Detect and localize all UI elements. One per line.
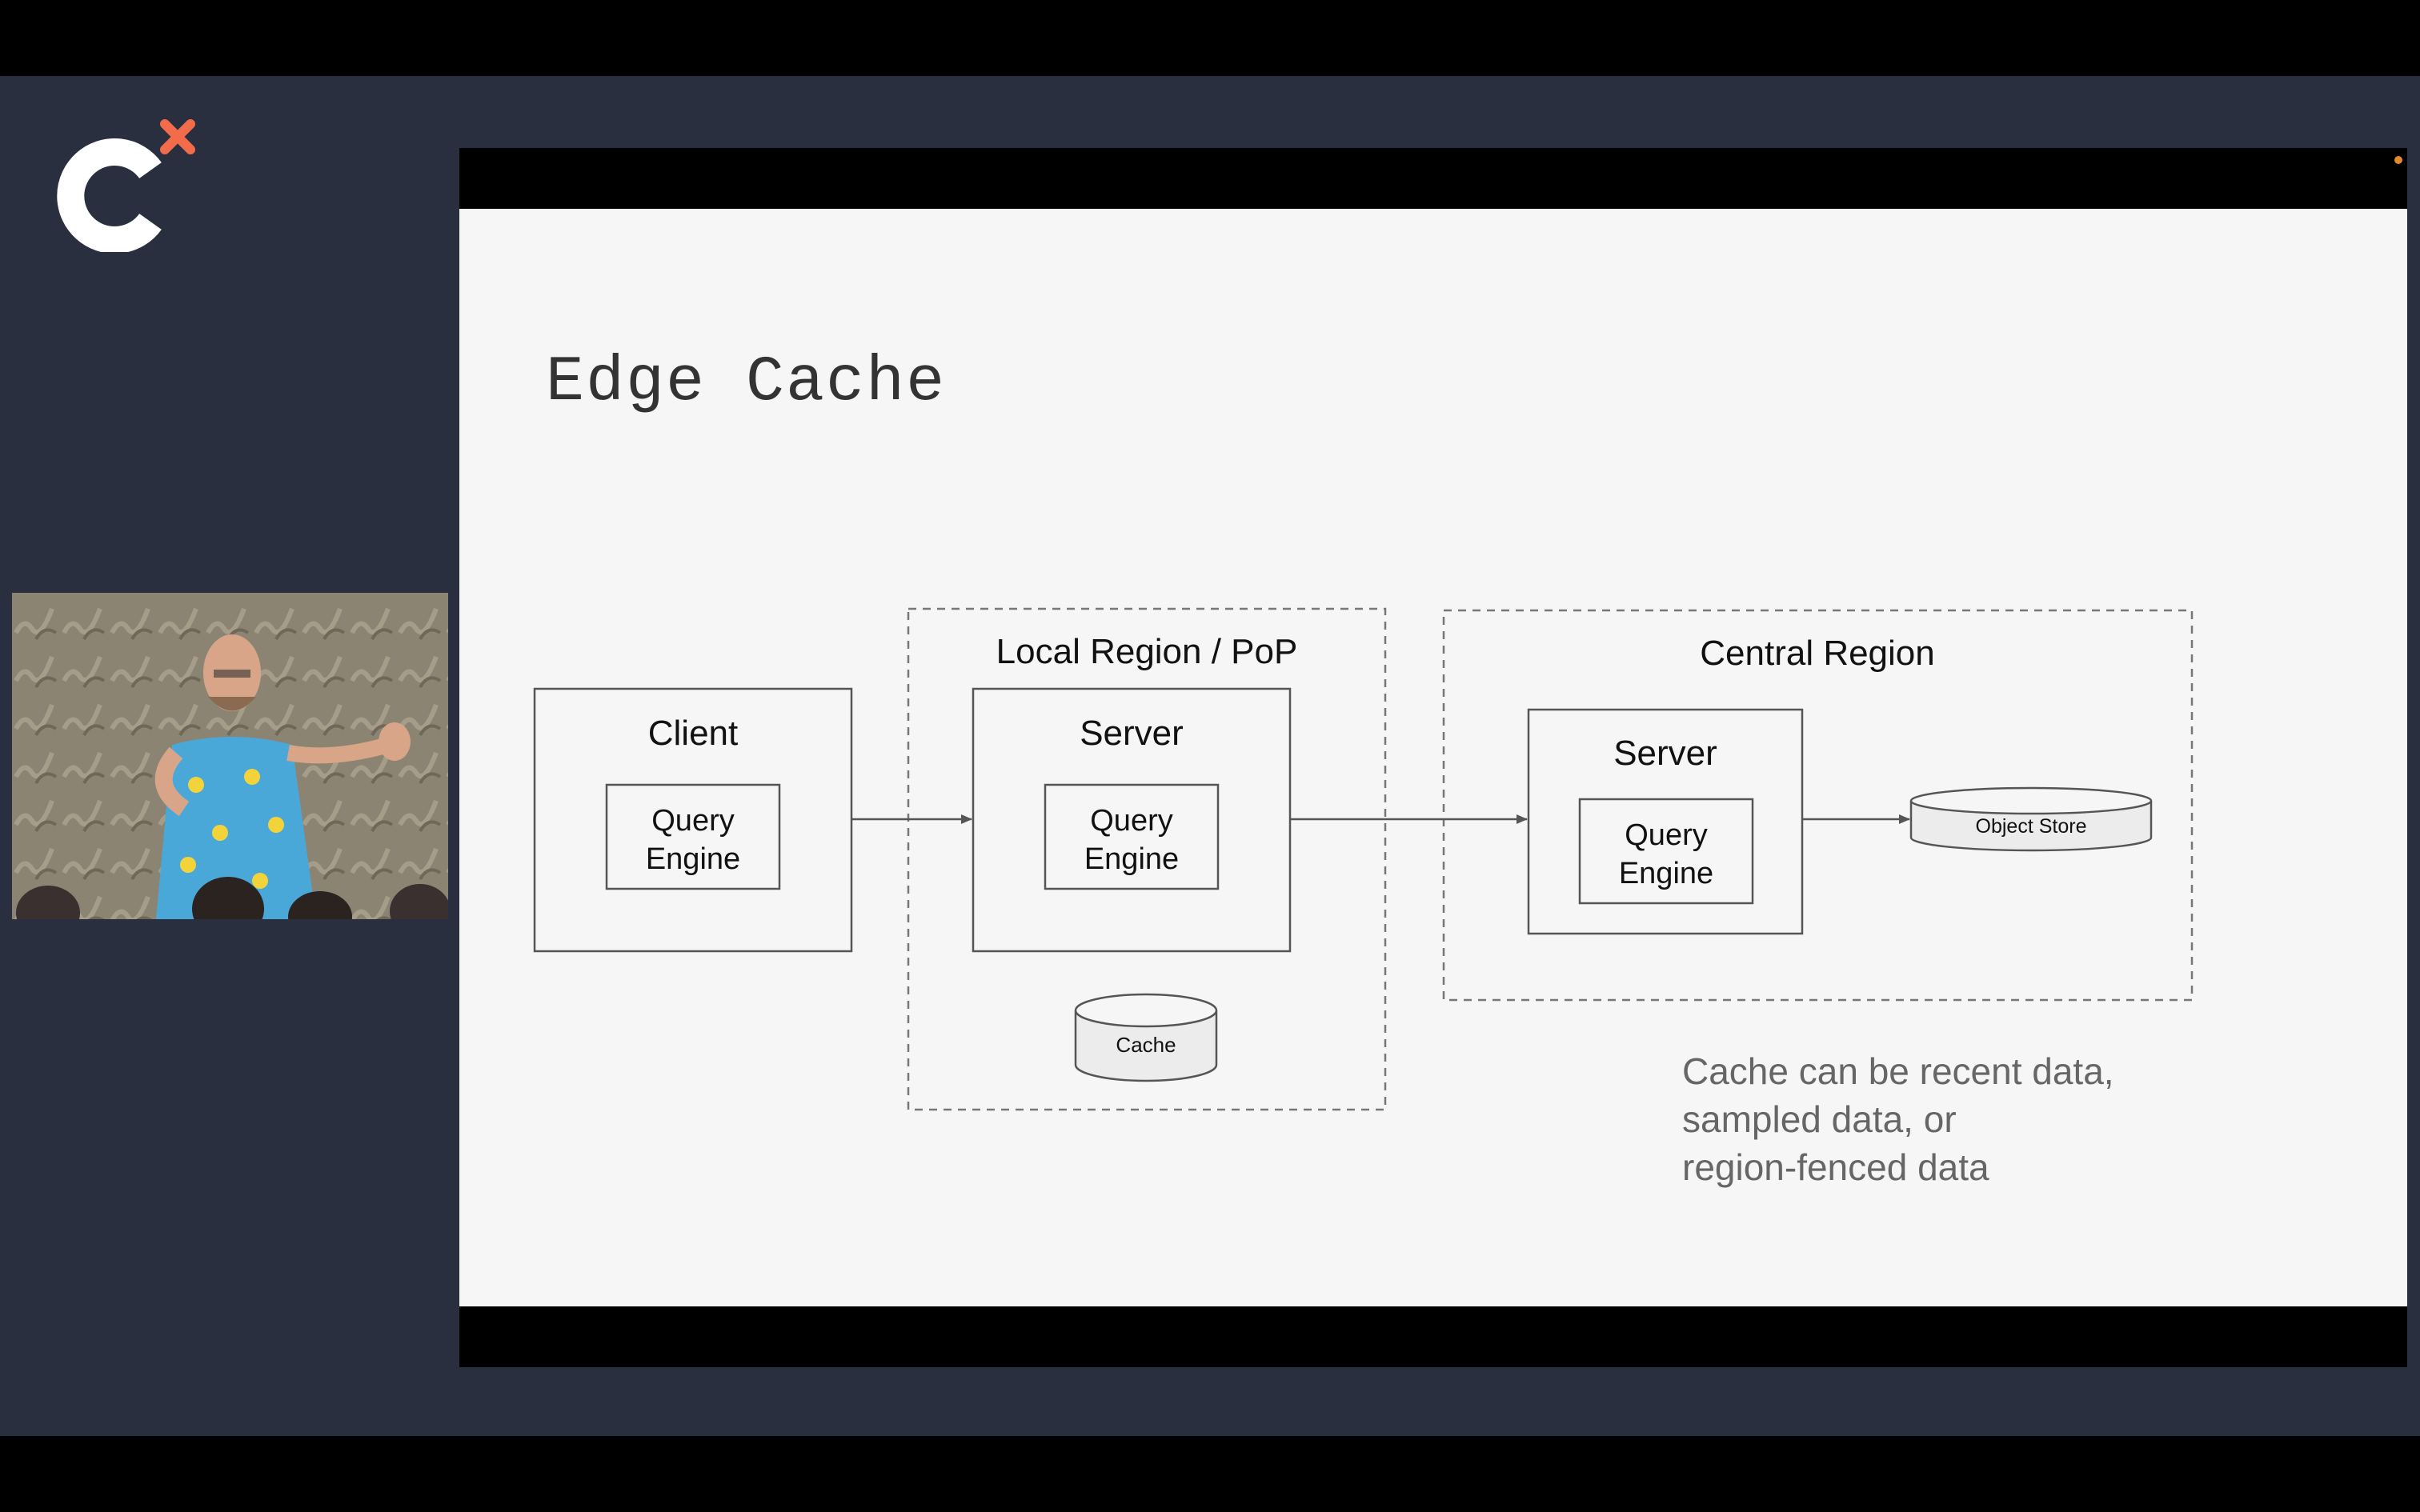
slide-frame: Edge Cache Local Region / PoP Central Re…: [459, 148, 2407, 1367]
caption-line-1: Cache can be recent data,: [1682, 1050, 2114, 1092]
cache-label: Cache: [1116, 1033, 1176, 1057]
object-store-label: Object Store: [1976, 815, 2087, 838]
local-region-label: Local Region / PoP: [996, 632, 1298, 671]
client-label: Client: [648, 714, 739, 753]
client-engine-line2: Engine: [646, 842, 740, 876]
local-engine-line1: Query: [1090, 804, 1172, 838]
caption-line-2: sampled data, or: [1682, 1098, 1957, 1140]
object-store-cylinder-icon: [1909, 786, 2153, 852]
slide: Edge Cache Local Region / PoP Central Re…: [459, 209, 2407, 1306]
client-query-engine-box: [605, 783, 781, 890]
local-query-engine-box: [1044, 783, 1220, 890]
caption-line-3: region-fenced data: [1682, 1146, 1989, 1188]
central-engine-line2: Engine: [1619, 857, 1713, 890]
central-region-label: Central Region: [1700, 634, 1935, 673]
letterbox-bottom: [0, 1436, 2420, 1512]
client-engine-line1: Query: [651, 804, 734, 838]
central-engine-line1: Query: [1625, 818, 1707, 852]
central-server-label: Server: [1613, 734, 1717, 773]
central-server-box: [1527, 708, 1804, 935]
letterbox-top: [0, 0, 2420, 76]
architecture-diagram: Local Region / PoP Central Region Client…: [533, 607, 2194, 1111]
local-region-box: [907, 607, 1387, 1111]
central-query-engine-box: [1578, 798, 1754, 905]
local-engine-line2: Engine: [1084, 842, 1179, 876]
slide-caption: Cache can be recent data, sampled data, …: [1682, 1047, 2242, 1191]
conference-logo-icon: [57, 119, 195, 252]
cache-cylinder-icon: [1074, 993, 1218, 1082]
local-server-label: Server: [1080, 714, 1184, 753]
slide-title: Edge Cache: [546, 346, 947, 419]
central-region-box: [1442, 609, 2194, 1002]
recording-dot-icon: [2394, 156, 2402, 164]
speaker-video: [12, 593, 448, 919]
